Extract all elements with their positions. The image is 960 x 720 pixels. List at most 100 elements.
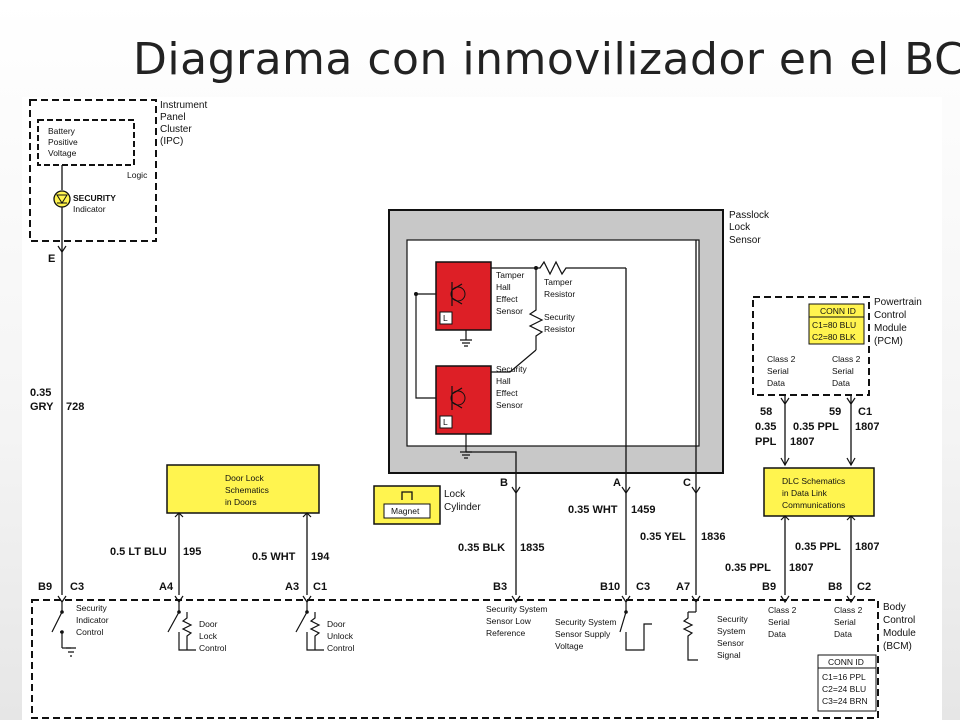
tamper-resistor-1: Tamper [544,277,573,287]
bcm-label-2: Control [883,615,915,626]
indicator-label-2: Indicator [73,204,106,214]
bcm-pin-b9: B9 [38,581,52,593]
bcm-door-lock-3: Control [199,643,227,653]
ipc-dashed-box [29,99,157,242]
bcm-sic-3: Control [76,627,104,637]
bcm-sensor-supply-3: Voltage [555,641,584,651]
pcm-module: Powertrain Control Module (PCM) CONN ID … [752,296,922,467]
door-lock-box-1: Door Lock [225,473,264,483]
pcm-conn-2: C2=80 BLK [812,332,856,342]
bcm-sensor-signal-4: Signal [717,650,741,660]
door-lock-box-2: Schematics [225,485,269,495]
security-hall-1: Security [496,364,527,374]
pcm-conn-c1: C1 [858,406,872,418]
wire-wht2-circuit: 1459 [631,504,655,516]
pcm-label-2: Control [874,310,906,321]
sensor-label-3: Sensor [729,235,761,246]
bcm-conn-3: C3=24 BRN [822,696,868,706]
tamper-hall-2: Hall [496,282,511,292]
pcm-serial-right-1: Class 2 [832,354,861,364]
pcm-pin-58: 58 [760,406,772,418]
tamper-l-mark: L [443,313,448,323]
door-lock-schematics-box: Door Lock Schematics in Doors [166,464,320,514]
lock-cylinder-label-2: Cylinder [444,502,481,513]
bcm-sensor-supply-2: Sensor Supply [555,629,611,639]
wire-ppl-b: 0.35 PPL [795,541,841,553]
wire-ppl-a: 0.35 PPL [725,562,771,574]
pcm-serial-left-1: Class 2 [767,354,796,364]
security-resistor-1: Security [544,312,575,322]
tamper-hall-3: Effect [496,294,518,304]
battery-box [37,119,135,166]
magnet-label: Magnet [391,506,420,516]
bcm-pin-a3: A3 [285,581,299,593]
bcm-pin-c3: C3 [70,581,84,593]
pcm-serial-right-2: Serial [832,366,854,376]
bcm-sic-1: Security [76,603,107,613]
pcm-serial-right-3: Data [832,378,850,388]
bcm-serial-left-3: Data [768,629,786,639]
bcm-sensor-signal-2: System [717,626,745,636]
wire-ppl-b-circuit: 1807 [855,541,879,553]
security-hall-2: Hall [496,376,511,386]
gry-circuit: 728 [66,401,84,413]
wire-yel-circuit: 1836 [701,531,725,543]
dlc-box-1: DLC Schematics [782,476,845,486]
battery-label-3: Voltage [48,148,77,158]
sensor-pin-b: B [500,477,508,489]
security-hall-4: Sensor [496,400,523,410]
bcm-door-lock-1: Door [199,619,218,629]
ipc-label-1: Instrument [160,100,207,111]
bcm-door-unlock-3: Control [327,643,355,653]
security-resistor-icon [528,268,544,350]
wire-blk: 0.35 BLK [458,542,505,554]
bcm-label-1: Body [883,602,906,613]
bcm-sensor-signal-1: Security [717,614,748,624]
security-resistor-2: Resistor [544,324,575,334]
dlc-box-2: in Data Link [782,488,828,498]
pcm-right-wire: 0.35 PPL [793,421,839,433]
bcm-serial-right-3: Data [834,629,852,639]
bcm-conn-id [817,654,877,712]
lock-cylinder-label-1: Lock [444,489,466,500]
wire-wht2: 0.35 WHT [568,504,618,516]
wire-blk-circuit: 1835 [520,542,544,554]
bcm-door-unlock-2: Unlock [327,631,354,641]
pcm-label-1: Powertrain [874,297,922,308]
wire-yel: 0.35 YEL [640,531,686,543]
gry-color: GRY [30,401,54,413]
bcm-label-3: Module [883,628,916,639]
bcm-serial-right-1: Class 2 [834,605,863,615]
bcm-pin-c1: C1 [313,581,327,593]
bcm-serial-left-2: Serial [768,617,790,627]
wire-wht-circuit: 194 [311,551,330,563]
pcm-label-3: Module [874,323,907,334]
security-l-mark: L [443,417,448,427]
dlc-schematics-box: DLC Schematics in Data Link Communicatio… [763,467,875,517]
ipc-label-3: Cluster [160,124,192,135]
ipc-label-4: (IPC) [160,136,183,147]
pcm-left-color: PPL [755,436,777,448]
lock-cylinder: Magnet Lock Cylinder [373,485,481,525]
bcm-pin-b8: B8 [828,581,842,593]
pcm-pin-59: 59 [829,406,841,418]
sensor-pin-c: C [683,477,691,489]
security-hall-3: Effect [496,388,518,398]
tamper-resistor-icon [520,260,626,276]
bcm-pin-c2: C2 [857,581,871,593]
door-lock-box-3: in Doors [225,497,257,507]
sensor-label-1: Passlock [729,210,770,221]
bcm-wires: 0.5 LT BLU 195 0.5 WHT 194 0.35 BLK 1835… [110,504,879,595]
wire-blu-circuit: 195 [183,546,201,558]
pcm-conn-1: C1=80 BLU [812,320,856,330]
passlock-sensor: Passlock Lock Sensor L Tamper Hall Effec… [388,209,770,595]
security-led-icon [53,190,71,208]
magnet-icon [401,491,413,500]
slide-title: Diagrama con inmovilizador en el BCM [133,34,960,85]
magnet-box [383,503,431,519]
pcm-serial-left-3: Data [767,378,785,388]
bcm-pin-c3b: C3 [636,581,650,593]
tamper-resistor-2: Resistor [544,289,575,299]
gry-gauge: 0.35 [30,387,51,399]
